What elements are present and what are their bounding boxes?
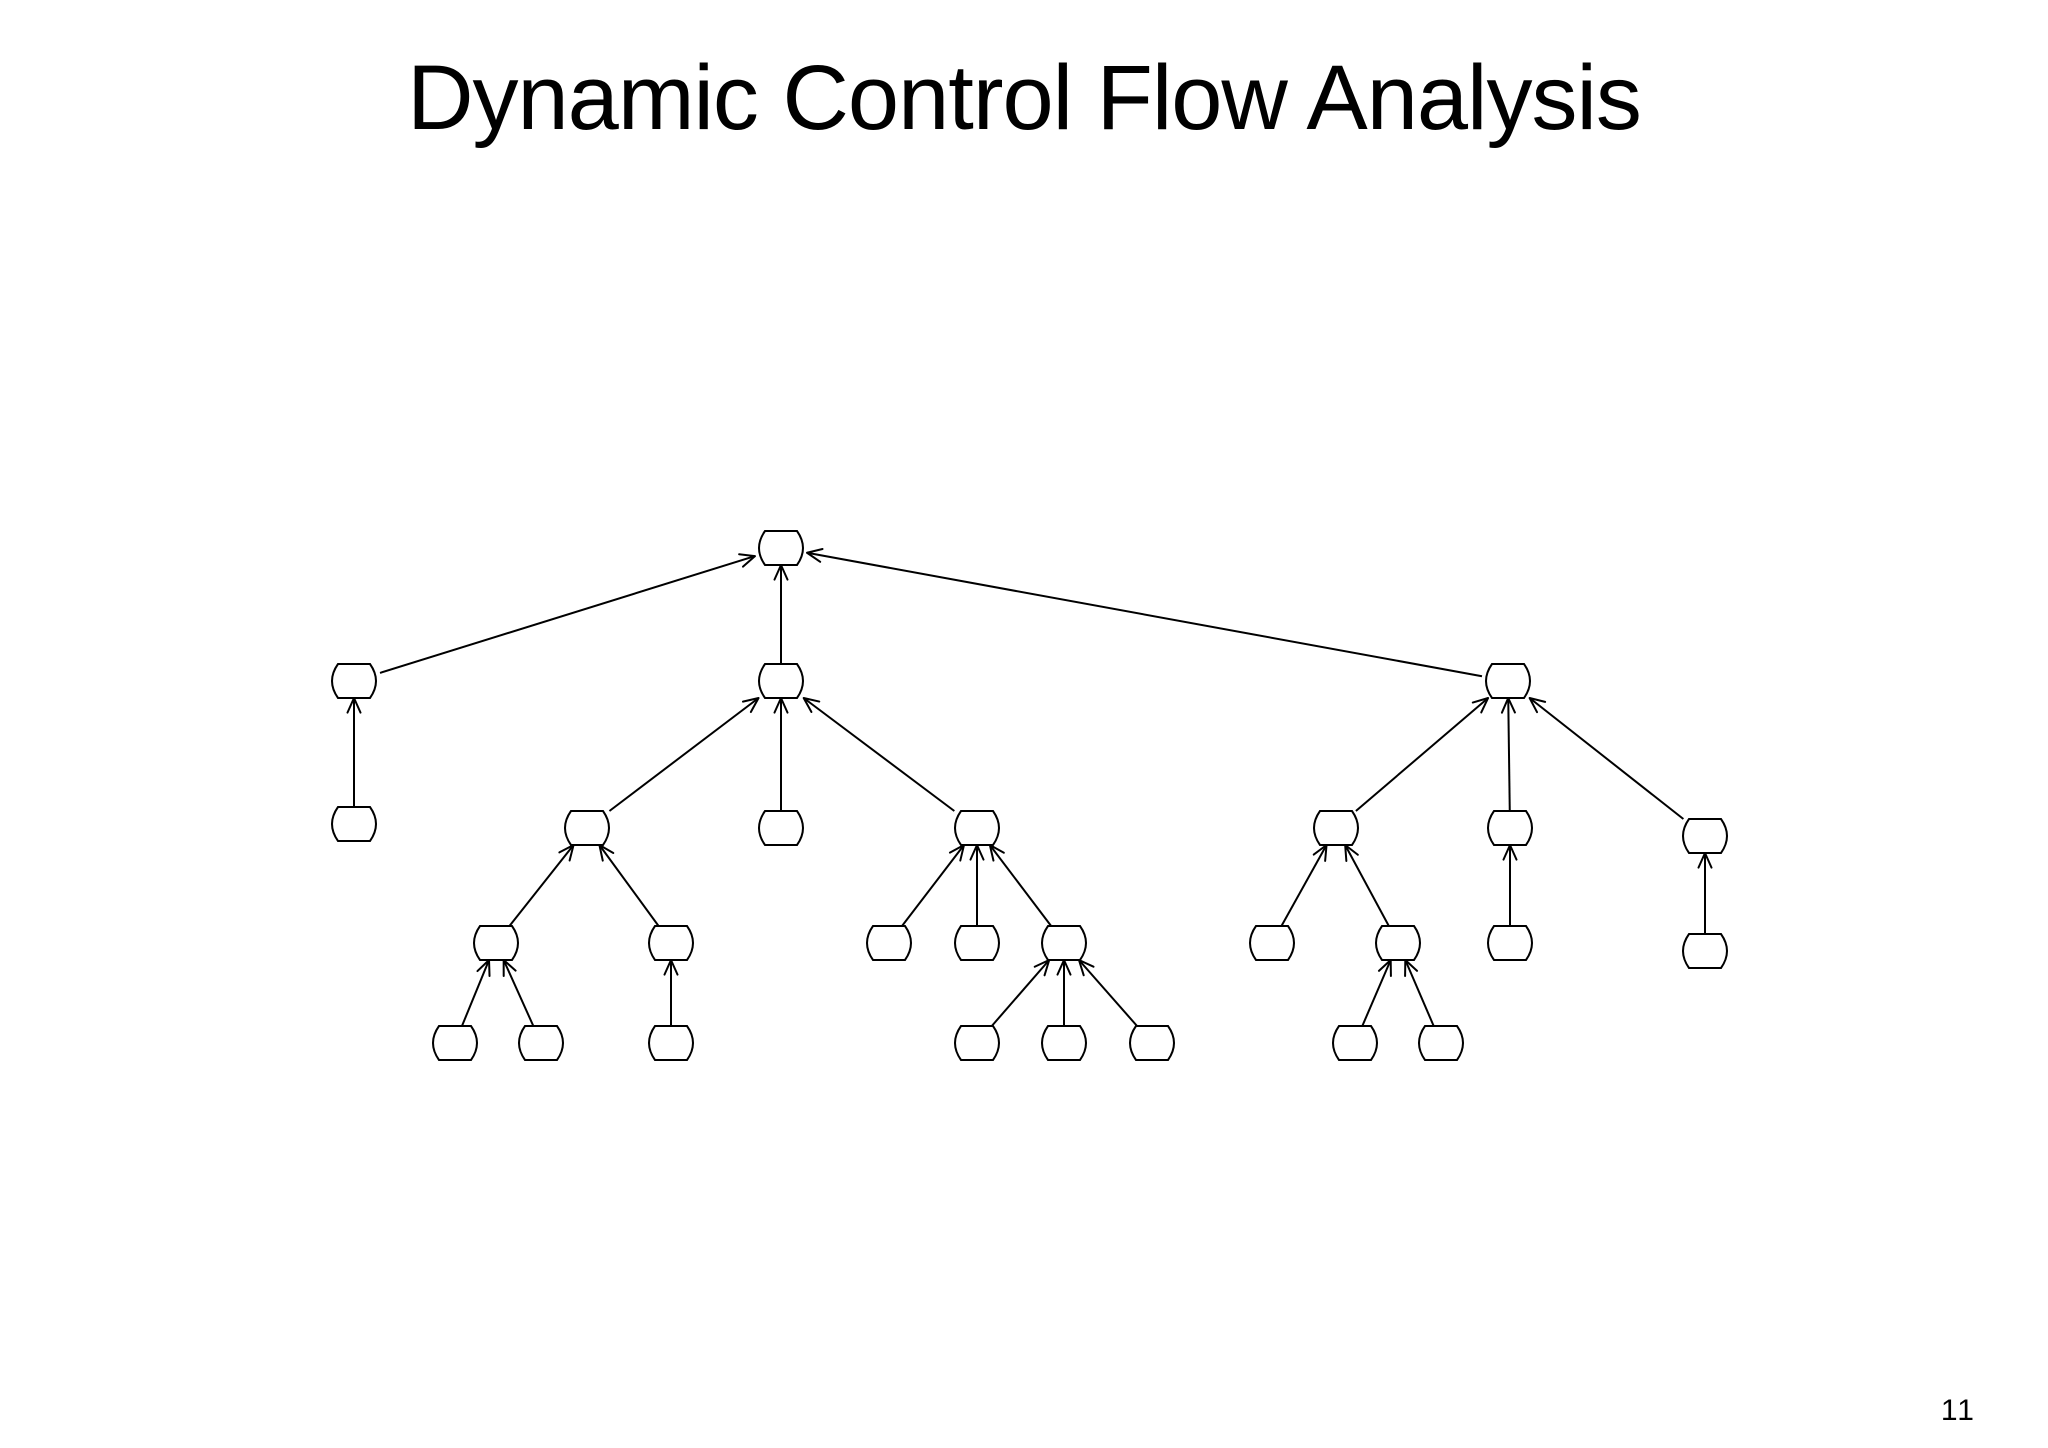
edge-n11-to-n5 [508, 844, 575, 927]
tree-node-n21 [518, 1025, 564, 1061]
arrowhead-icon [738, 553, 756, 568]
tree-node-n19 [1682, 933, 1728, 969]
tree-node-n8 [1313, 810, 1359, 846]
edge-line [901, 844, 965, 927]
edge-n14-to-n7 [969, 844, 985, 926]
slide-title: Dynamic Control Flow Analysis [407, 47, 1642, 149]
edge-line [508, 844, 575, 927]
edge-line [608, 697, 760, 812]
edge-line [379, 555, 756, 674]
tree-node-n15 [1041, 925, 1087, 961]
tree-node-n14 [954, 925, 1000, 961]
edge-n24-to-n15 [1056, 959, 1072, 1026]
tree-node-n12 [648, 925, 694, 961]
edge-line [806, 551, 1483, 678]
edge-n20-to-n11 [461, 959, 491, 1027]
edge-line [598, 844, 660, 927]
tree-node-n7 [954, 810, 1000, 846]
edge-n8-to-n3 [1355, 697, 1490, 812]
edge-line [1528, 697, 1685, 820]
tree-node-n13 [866, 925, 912, 961]
edge-n7-to-n2 [802, 697, 955, 812]
tree-node-n26 [1332, 1025, 1378, 1061]
edge-n6-to-n2 [773, 697, 789, 811]
edge-n15-to-n7 [988, 844, 1052, 927]
edge-line [803, 697, 955, 812]
edge-line [991, 959, 1050, 1027]
edge-line [1344, 844, 1390, 927]
arrowhead-icon [802, 697, 821, 713]
edge-line [502, 959, 535, 1027]
edge-line [1507, 697, 1511, 812]
tree-node-n16 [1249, 925, 1295, 961]
edge-n16-to-n8 [1280, 844, 1328, 927]
tree-node-n2 [758, 663, 804, 699]
tree-node-n20 [432, 1025, 478, 1061]
edge-n21-to-n11 [502, 959, 535, 1027]
page-number: 11 [1940, 1394, 1976, 1427]
arrowhead-icon [806, 547, 824, 563]
tree-node-n23 [954, 1025, 1000, 1061]
tree-node-n4 [331, 806, 377, 842]
tree-node-n6 [758, 810, 804, 846]
edge-n17-to-n8 [1344, 844, 1390, 927]
tree-node-n24 [1041, 1025, 1087, 1061]
tree-node-n22 [648, 1025, 694, 1061]
edge-n27-to-n17 [1404, 959, 1435, 1027]
edge-n2-to-n0 [773, 564, 789, 664]
edge-n9-to-n3 [1500, 697, 1516, 812]
edge-n22-to-n12 [663, 959, 679, 1026]
edge-n4-to-n1 [346, 697, 362, 807]
edge-n19-to-n10 [1697, 852, 1713, 934]
arrowhead-icon [1471, 697, 1490, 714]
edge-line [1404, 959, 1435, 1027]
tree-node-n18 [1487, 925, 1533, 961]
edge-line [1361, 959, 1392, 1027]
edge-n1-to-n0 [379, 553, 756, 674]
tree-node-n11 [473, 925, 519, 961]
edge-line [989, 844, 1052, 927]
tree-node-n9 [1487, 810, 1533, 846]
edge-n10-to-n3 [1528, 697, 1685, 820]
edge-line [1355, 697, 1489, 812]
edge-n26-to-n17 [1361, 959, 1392, 1027]
arrowhead-icon [741, 697, 760, 714]
edge-n23-to-n15 [991, 959, 1051, 1027]
tree-node-n27 [1418, 1025, 1464, 1061]
edge-n13-to-n7 [901, 844, 965, 927]
edge-line [461, 959, 490, 1027]
tree-node-n0 [758, 530, 804, 566]
edge-line [1078, 959, 1138, 1027]
arrowhead-icon [1528, 697, 1547, 714]
edge-n3-to-n0 [806, 547, 1483, 678]
edge-n5-to-n2 [608, 697, 760, 812]
edges-layer [346, 547, 1713, 1027]
edge-n18-to-n9 [1502, 844, 1518, 926]
edge-n25-to-n15 [1077, 959, 1138, 1027]
edge-n12-to-n5 [598, 844, 660, 927]
tree-node-n1 [331, 663, 377, 699]
tree-node-n3 [1485, 663, 1531, 699]
tree-node-n17 [1375, 925, 1421, 961]
tree-node-n25 [1129, 1025, 1175, 1061]
edge-line [1280, 844, 1328, 927]
nodes-layer [331, 530, 1728, 1061]
tree-node-n10 [1682, 818, 1728, 854]
tree-node-n5 [564, 810, 610, 846]
